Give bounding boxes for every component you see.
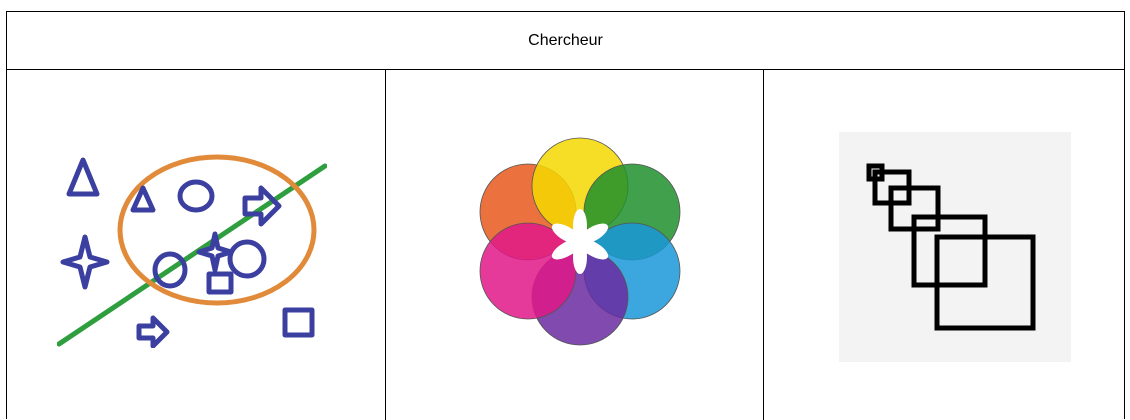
figure-table: Chercheur bbox=[6, 11, 1125, 419]
nested-squares-icon bbox=[839, 132, 1071, 362]
table-cell-2 bbox=[386, 70, 764, 420]
clustering-shapes-icon bbox=[57, 142, 327, 348]
table-cell-3 bbox=[764, 70, 1124, 420]
table-cell-1 bbox=[7, 70, 386, 420]
table-header: Chercheur bbox=[7, 12, 1124, 70]
color-wheel-petals-icon bbox=[478, 134, 683, 349]
table-header-label: Chercheur bbox=[528, 32, 603, 50]
